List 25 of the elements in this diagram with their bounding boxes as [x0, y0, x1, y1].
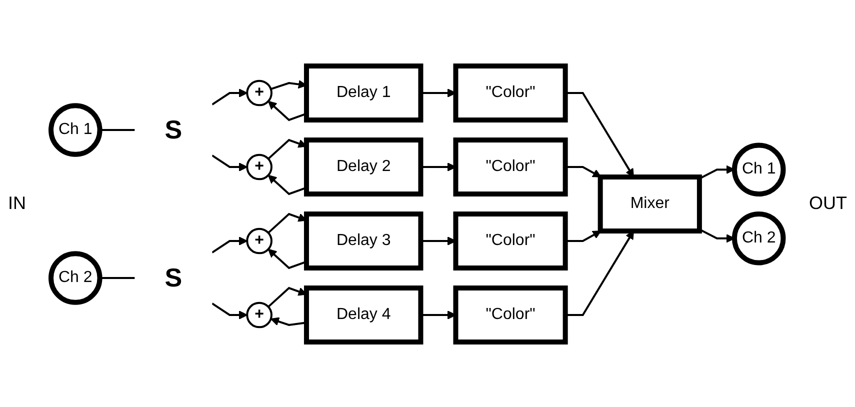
node-box: Mixer	[598, 174, 702, 233]
node-box: Delay 3	[304, 211, 424, 270]
output-label: OUT	[808, 193, 848, 214]
node-box: Delay 4	[304, 285, 424, 344]
arrow	[212, 302, 248, 319]
node-circle: +	[246, 301, 273, 328]
node-text: S	[165, 114, 183, 144]
input-label: IN	[7, 193, 27, 214]
node-text: S	[165, 262, 183, 292]
node-box: "Color"	[454, 211, 568, 270]
node-box: Delay 1	[304, 63, 424, 122]
node-box: "Color"	[454, 137, 568, 196]
node-box: Delay 2	[304, 137, 424, 196]
node-circle: Ch 2	[48, 250, 103, 304]
node-circle: +	[246, 227, 273, 254]
arrow	[212, 88, 248, 105]
node-circle: Ch 1	[732, 142, 786, 196]
node-circle: Ch 2	[732, 211, 786, 265]
node-circle: +	[246, 153, 273, 180]
node-box: "Color"	[454, 63, 568, 122]
node-circle: Ch 1	[48, 102, 103, 156]
arrow	[212, 154, 248, 171]
node-box: "Color"	[454, 285, 568, 344]
arrow	[212, 236, 248, 253]
node-circle: +	[246, 79, 273, 106]
